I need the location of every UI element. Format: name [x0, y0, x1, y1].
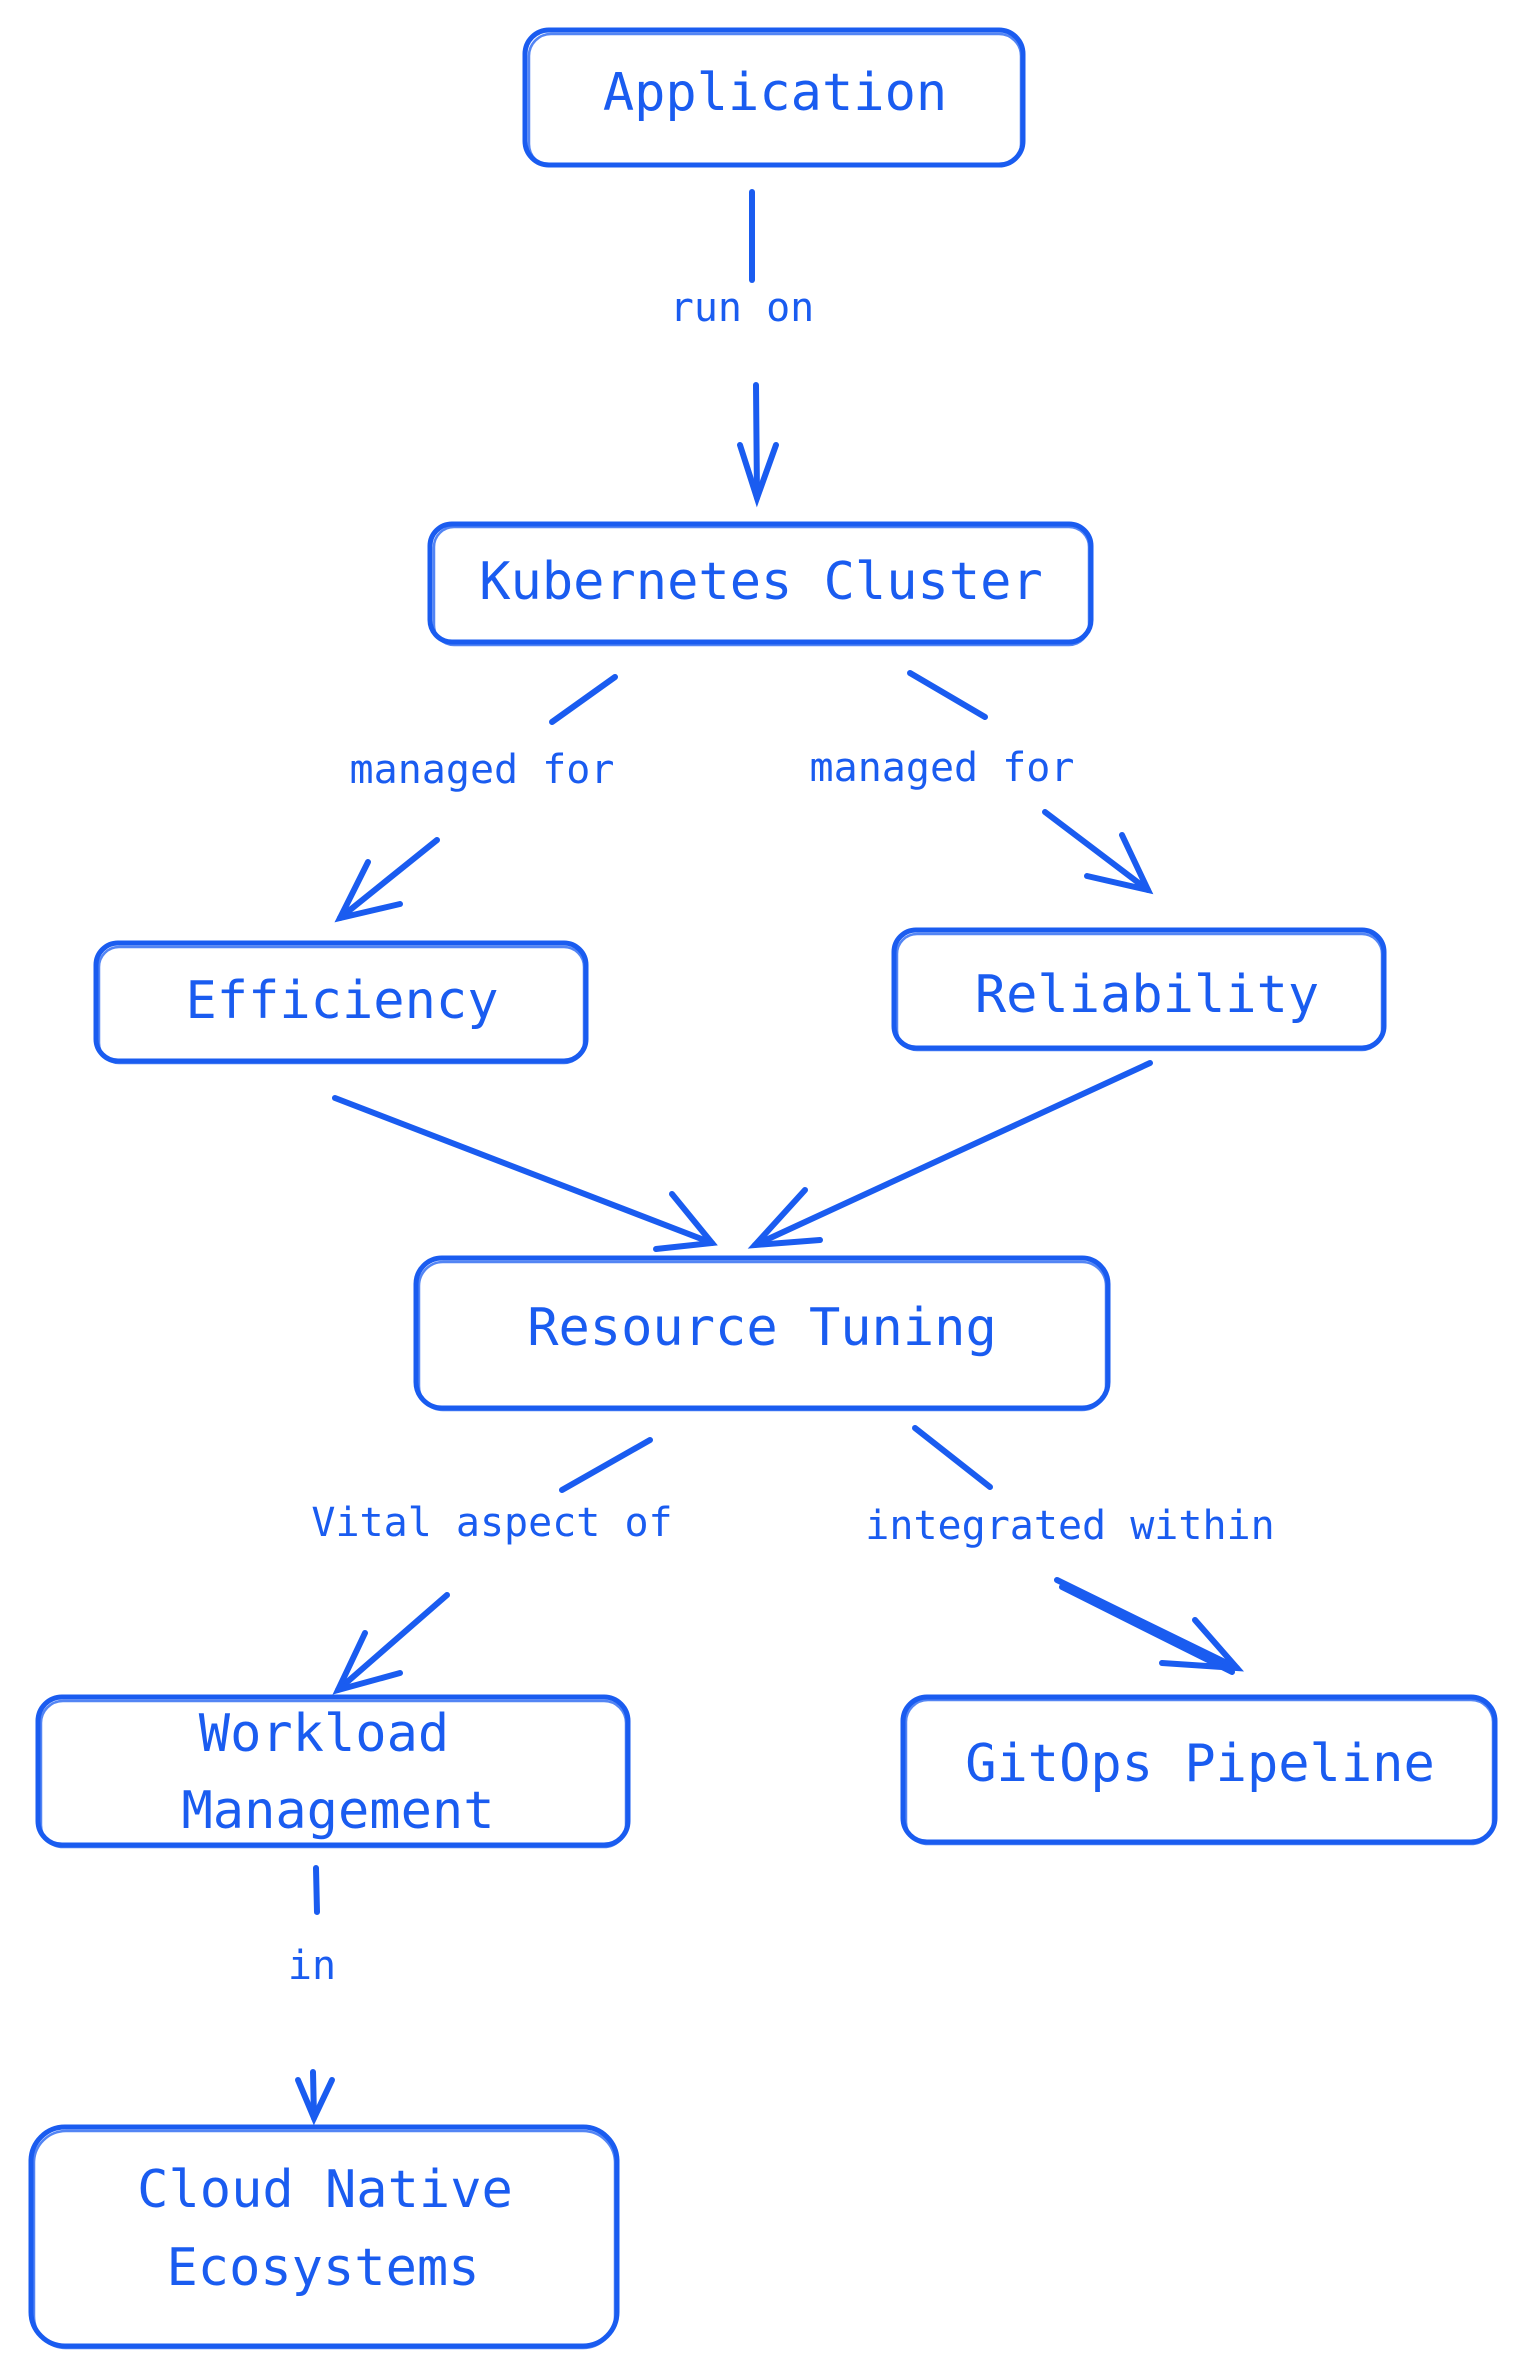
edge-reliability-to-tuning [747, 1060, 1153, 1249]
edge-line [907, 670, 988, 720]
node-label: Kubernetes Cluster [479, 552, 1043, 612]
edge-line [1059, 1584, 1235, 1675]
edge-line [752, 1060, 1153, 1248]
node-label: Resource Tuning [527, 1298, 997, 1358]
edge-label: in [288, 1943, 336, 1989]
node-label: GitOps Pipeline [965, 1734, 1435, 1794]
edge-line [313, 1865, 320, 1915]
arrowhead-icon [332, 1630, 403, 1695]
edge-tuning-to-gitops: integrated within [865, 1425, 1275, 1675]
node-label: Efficiency [185, 971, 498, 1031]
node-efficiency[interactable]: Efficiency [93, 940, 589, 1065]
edge-cluster-to-reliability: managed for [810, 670, 1154, 895]
edge-label: managed for [350, 747, 615, 793]
arrowhead-icon [653, 1191, 718, 1252]
node-kubernetes-cluster[interactable]: Kubernetes Cluster [427, 521, 1094, 647]
edge-tuning-to-workload: Vital aspect of [311, 1437, 673, 1695]
edge-line [559, 1437, 653, 1493]
node-label-line2: Management [181, 1781, 494, 1841]
node-reliability[interactable]: Reliability [891, 927, 1387, 1052]
edge-line [912, 1425, 993, 1490]
edge-efficiency-to-tuning [332, 1095, 718, 1252]
edge-line [332, 1095, 715, 1246]
arrowhead-icon [1159, 1617, 1245, 1672]
arrowhead-icon [295, 2077, 335, 2126]
node-label-line1: Cloud Native [137, 2160, 513, 2220]
edge-line [1042, 809, 1151, 893]
edge-line [549, 674, 618, 725]
edge-cluster-to-efficiency: managed for [334, 674, 618, 923]
arrowhead-icon [747, 1187, 823, 1249]
node-cloud-native-ecosystems[interactable]: Cloud Native Ecosystems [28, 2124, 620, 2350]
node-resource-tuning[interactable]: Resource Tuning [413, 1255, 1111, 1412]
edge-line [337, 837, 440, 921]
arrowhead-icon [334, 859, 403, 923]
edge-app-to-cluster: run on [670, 189, 815, 508]
edge-line [335, 1592, 450, 1693]
node-label-line2: Ecosystems [166, 2238, 479, 2298]
node-label: Reliability [975, 965, 1319, 1025]
node-label: Application [603, 63, 947, 123]
edge-label: Vital aspect of [311, 1500, 672, 1546]
edge-label: managed for [810, 745, 1075, 791]
edge-label: integrated within [865, 1503, 1274, 1549]
node-application[interactable]: Application [522, 27, 1026, 168]
edge-label: run on [670, 285, 815, 331]
arrowhead-icon [1084, 832, 1154, 895]
edge-line [753, 382, 760, 501]
edge-line [1054, 1577, 1240, 1671]
node-workload-management[interactable]: Workload Management [35, 1694, 631, 1849]
node-label-line1: Workload [199, 1704, 449, 1764]
edge-workload-to-cloud: in [288, 1865, 336, 2126]
node-gitops-pipeline[interactable]: GitOps Pipeline [900, 1694, 1498, 1846]
arrowhead-icon [737, 442, 779, 508]
